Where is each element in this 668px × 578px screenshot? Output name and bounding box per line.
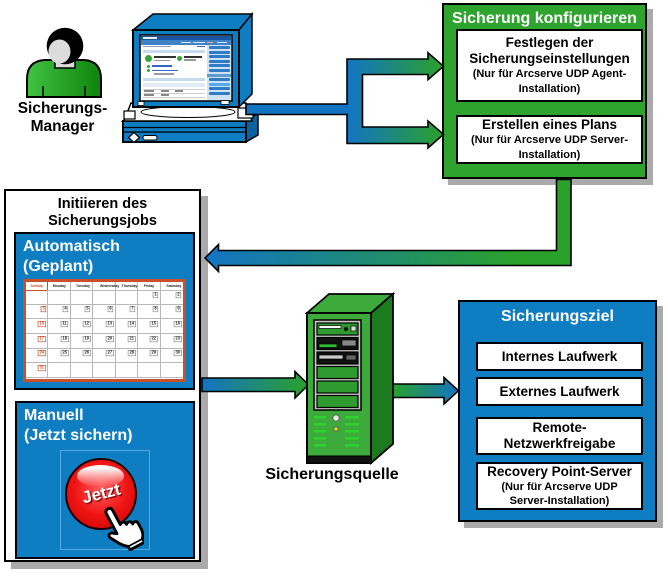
person-face xyxy=(48,39,71,64)
configure-backup-box: Sicherung konfigurieren Festlegen der Si… xyxy=(442,3,647,179)
initiate-backup-box: Initiieren des Sicherungsjobs Automatisc… xyxy=(4,189,201,562)
screen-status-icon xyxy=(145,55,152,62)
destination-external-drive: Externes Laufwerk xyxy=(476,377,643,406)
configure-item-plan: Erstellen eines Plans (Nur für Arcserve … xyxy=(456,115,643,164)
backup-manager-figure xyxy=(26,27,102,98)
person-body xyxy=(26,59,102,98)
destination-remote-share: Remote- Netzwerkfreigabe xyxy=(476,417,643,455)
server-led-power xyxy=(332,414,340,422)
screen-sidebar xyxy=(207,44,231,100)
backup-source-label: Sicherungsquelle xyxy=(265,466,399,483)
button-selection-outline xyxy=(60,450,150,550)
destination-internal-drive: Internes Laufwerk xyxy=(476,342,643,371)
destination-recovery-point-server: Recovery Point-Server (Nur für Arcserve … xyxy=(476,462,643,510)
backup-destination-box: Sicherungsziel Internes Laufwerk Externe… xyxy=(458,300,657,522)
hand-cursor-icon xyxy=(104,506,144,551)
configure-item-settings: Festlegen der Sicherungseinstellungen (N… xyxy=(456,29,643,102)
initiate-backup-title: Initiieren des Sicherungsjobs xyxy=(48,196,157,229)
backup-manager-label: Sicherungs- Manager xyxy=(17,100,108,135)
configure-backup-title: Sicherung konfigurieren xyxy=(452,10,637,27)
manual-label: Manuell (Jetzt sichern) xyxy=(24,407,133,444)
server-led-status xyxy=(333,426,339,432)
manual-box: Manuell (Jetzt sichern) Jetzt xyxy=(15,401,195,559)
monitor-screen xyxy=(141,36,231,100)
screen-titlebar xyxy=(141,36,231,40)
case-logo-diamond xyxy=(127,131,141,144)
backup-destination-title: Sicherungsziel xyxy=(501,308,614,325)
jetzt-button: Jetzt xyxy=(65,458,137,530)
automatic-label: Automatisch (Geplant) xyxy=(23,238,120,275)
